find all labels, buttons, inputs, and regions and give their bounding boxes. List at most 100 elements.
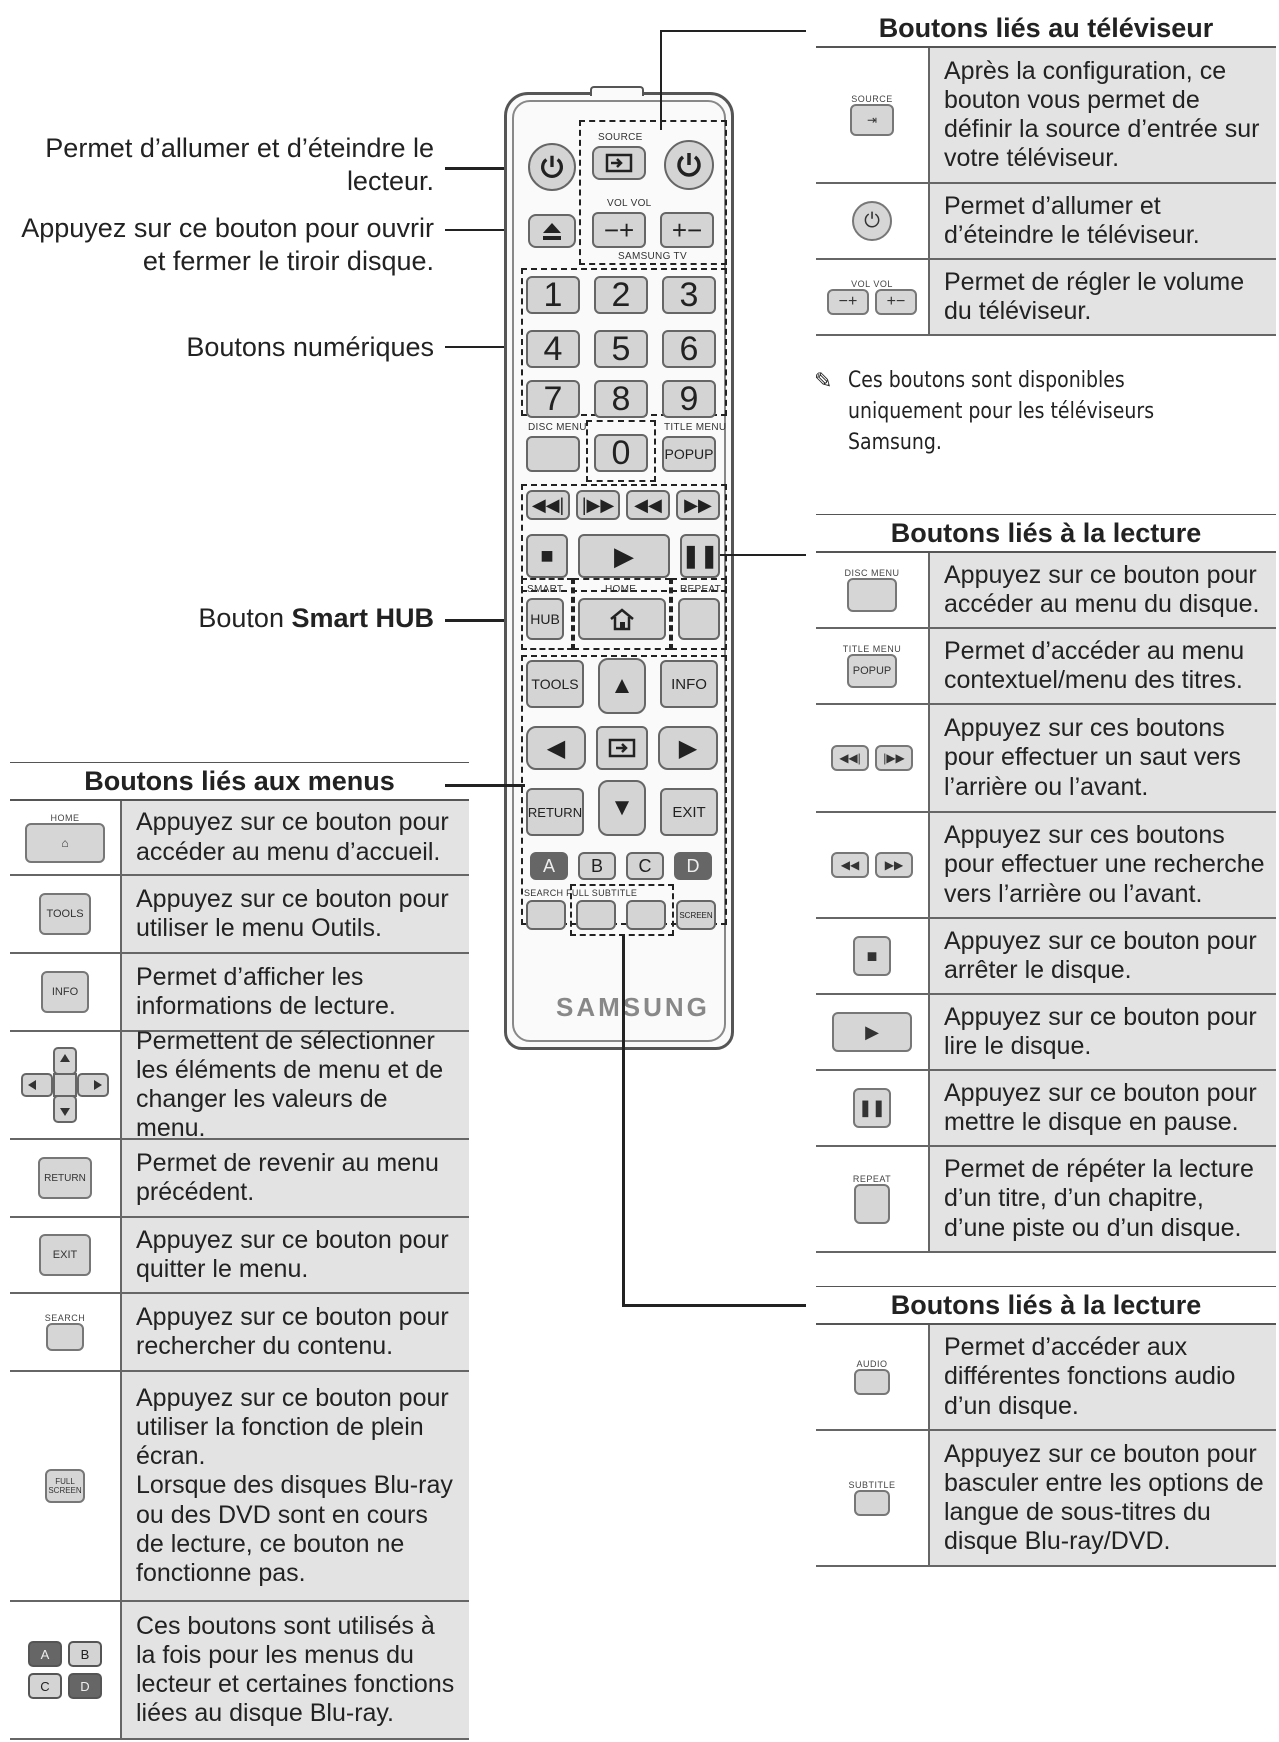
- key-b-button[interactable]: B: [578, 852, 616, 880]
- tv-vol-up-button[interactable]: +−: [660, 212, 714, 248]
- skip-forward-button[interactable]: |▶▶: [576, 490, 620, 520]
- full-screen-icon: FULL SCREEN: [10, 1372, 122, 1600]
- rewind-button[interactable]: ◀◀: [626, 490, 670, 520]
- icon-label: HOME: [50, 812, 80, 823]
- power-callout-line: [445, 167, 525, 170]
- search-button[interactable]: [526, 900, 566, 930]
- info-button[interactable]: INFO: [660, 660, 718, 708]
- stop-button[interactable]: ■: [526, 534, 568, 578]
- audio-button[interactable]: [576, 900, 616, 930]
- home-label: HOME: [605, 584, 637, 595]
- smarthub-bold: Smart HUB: [291, 603, 434, 633]
- tv-source-button[interactable]: [592, 146, 646, 180]
- digit-2-button[interactable]: 2: [594, 276, 648, 314]
- full-screen-key-icon: FULL SCREEN: [45, 1469, 85, 1503]
- row-text: Appuyez sur ce bouton pour basculer entr…: [930, 1431, 1276, 1565]
- digit-0-button[interactable]: 0: [594, 434, 648, 472]
- repeat-key-group: [671, 578, 727, 650]
- skip-back-button[interactable]: ◀◀|: [526, 490, 570, 520]
- nav-up-button[interactable]: ▲: [598, 658, 646, 714]
- row-text: Appuyez sur ce bouton pour accéder au me…: [930, 553, 1276, 627]
- numeric-callout: Boutons numériques: [186, 332, 434, 362]
- exit-key-icon: EXIT: [39, 1234, 91, 1276]
- digit-5-button[interactable]: 5: [594, 330, 648, 368]
- direction-pad-icon: [10, 1032, 122, 1138]
- tv-connector-h: [660, 30, 806, 32]
- power-icon: [541, 155, 563, 178]
- svg-text:A: A: [41, 1647, 50, 1662]
- power-button[interactable]: [528, 143, 576, 191]
- full-screen-button[interactable]: SCREEN: [676, 900, 716, 930]
- home-button[interactable]: [578, 598, 666, 640]
- row-text: Appuyez sur ces boutons pour effectuer u…: [930, 705, 1276, 811]
- digit-1-button[interactable]: 1: [526, 276, 580, 314]
- tools-button[interactable]: TOOLS: [526, 660, 584, 708]
- repeat-button[interactable]: [678, 598, 720, 640]
- pause-key-icon: ❚❚: [853, 1088, 891, 1128]
- table-row: HOME ⌂ Appuyez sur ce bouton pour accéde…: [10, 801, 469, 876]
- fast-forward-button[interactable]: ▶▶: [676, 490, 720, 520]
- icon-label: SUBTITLE: [848, 1480, 896, 1490]
- digit-9-button[interactable]: 9: [662, 380, 716, 418]
- return-button[interactable]: RETURN: [526, 788, 584, 836]
- samsung-logo: SAMSUNG: [556, 992, 710, 1022]
- row-text: Appuyez sur ce bouton pour utiliser la f…: [122, 1372, 469, 1600]
- tv-buttons-group: [579, 120, 727, 265]
- home-icon: [610, 608, 634, 631]
- tv-vol-down-button[interactable]: −+: [592, 212, 646, 248]
- row-text: Permet de régler le volume du téléviseur…: [930, 260, 1276, 334]
- nav-right-button[interactable]: ▶: [658, 726, 718, 770]
- popup-button[interactable]: POPUP: [662, 436, 716, 472]
- icon-label: DISC MENU: [844, 568, 900, 578]
- subtitle-icon: SUBTITLE: [816, 1431, 930, 1565]
- digit-6-button[interactable]: 6: [662, 330, 716, 368]
- power-icon: [677, 153, 701, 177]
- digit-3-button[interactable]: 3: [662, 276, 716, 314]
- digit-4-button[interactable]: 4: [526, 330, 580, 368]
- table-row: SEARCH Appuyez sur ce bouton pour recher…: [10, 1294, 469, 1372]
- row-text: Appuyez sur ce bouton pour quitter le me…: [122, 1218, 469, 1292]
- tv-power-icon: ⏻: [816, 184, 930, 258]
- audio-key-icon: [854, 1369, 890, 1395]
- icon-label: TITLE MENU: [842, 644, 902, 654]
- pause-button[interactable]: ❚❚: [680, 534, 720, 578]
- playback-table-2: Boutons liés à la lecture AUDIO Permet d…: [816, 1286, 1276, 1567]
- playback-table-2-title: Boutons liés à la lecture: [816, 1286, 1276, 1325]
- nav-left-button[interactable]: ◀: [526, 726, 586, 770]
- pencil-note-icon: ✎: [814, 368, 833, 393]
- tools-key-icon: TOOLS: [39, 893, 91, 935]
- nav-enter-button[interactable]: [596, 726, 648, 770]
- row-text: Appuyez sur ce bouton pour mettre le dis…: [930, 1071, 1276, 1145]
- subtitle-button[interactable]: [626, 900, 666, 930]
- disc-menu-button[interactable]: [526, 436, 580, 472]
- pause-icon: ❚❚: [816, 1071, 930, 1145]
- menu-keys-group: [521, 655, 727, 925]
- digit-8-button[interactable]: 8: [594, 380, 648, 418]
- smarthub-button[interactable]: HUB: [526, 598, 564, 640]
- rewind-key-icon: ◀◀: [831, 852, 869, 878]
- stop-icon: ■: [816, 919, 930, 993]
- return-icon: RETURN: [10, 1140, 122, 1216]
- source-icon: [605, 153, 633, 173]
- eject-button[interactable]: [528, 214, 576, 248]
- row-text: Permet d’afficher les informations de le…: [122, 954, 469, 1030]
- nav-down-button[interactable]: ▼: [598, 780, 646, 836]
- tv-power-button[interactable]: [664, 140, 714, 190]
- icon-label: SEARCH: [44, 1313, 86, 1323]
- volume-keys: −+ +−: [827, 289, 917, 315]
- audio-connector-v: [622, 936, 625, 1306]
- exit-button[interactable]: EXIT: [660, 788, 718, 836]
- source-icon: SOURCE ⇥: [816, 48, 930, 182]
- table-row: TOOLS Appuyez sur ce bouton pour utilise…: [10, 876, 469, 954]
- play-button[interactable]: ▶: [578, 534, 670, 578]
- key-d-button[interactable]: D: [674, 852, 712, 880]
- row-text: Permet de revenir au menu précédent.: [122, 1140, 469, 1216]
- tv-table: Boutons liés au téléviseur SOURCE ⇥ Aprè…: [816, 10, 1276, 336]
- key-c-button[interactable]: C: [626, 852, 664, 880]
- table-row: Permettent de sélectionner les éléments …: [10, 1027, 469, 1142]
- vol-down-key-icon: −+: [827, 289, 869, 315]
- key-a-button[interactable]: A: [530, 852, 568, 880]
- table-row: EXIT Appuyez sur ce bouton pour quitter …: [10, 1218, 469, 1294]
- return-key-icon: RETURN: [38, 1157, 92, 1199]
- digit-7-button[interactable]: 7: [526, 380, 580, 418]
